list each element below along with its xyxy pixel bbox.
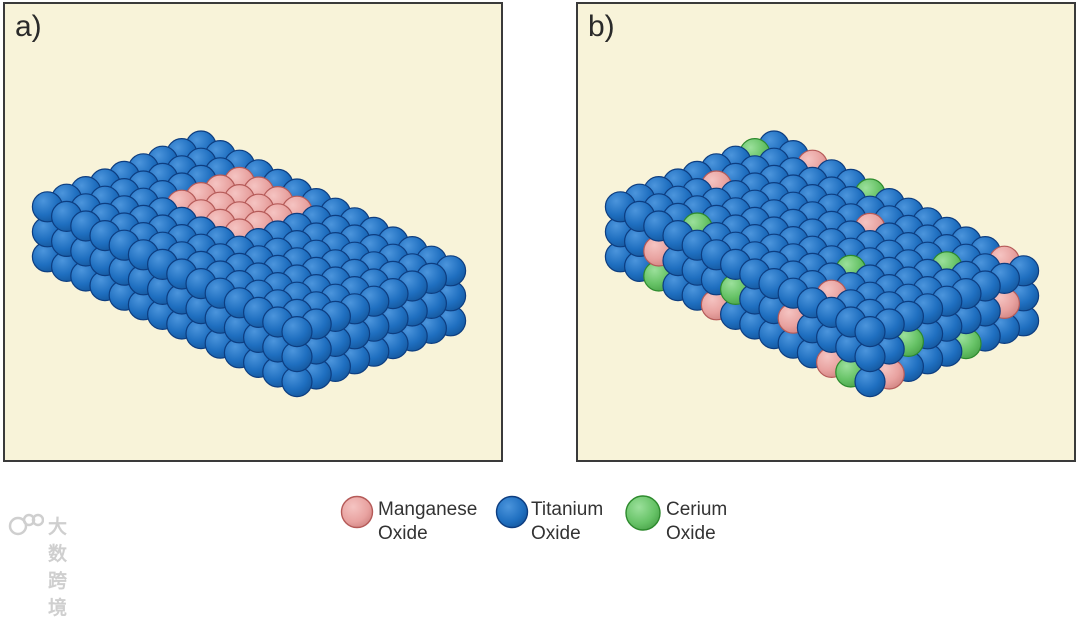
legend: Manganese Oxide Titanium Oxide — [0, 493, 1080, 544]
watermark: 大数跨境 — [8, 510, 67, 619]
panel-b-label: b) — [588, 10, 615, 43]
legend-label-cerium: Cerium Oxide — [666, 499, 728, 544]
titanium-sphere-icon — [495, 495, 529, 529]
panel-a-label: a) — [15, 10, 42, 43]
titanium-oxide-sphere — [854, 316, 886, 348]
slab-a-illustration — [31, 130, 467, 398]
manganese-sphere-icon — [340, 495, 374, 529]
legend-label-titanium: Titanium Oxide — [531, 499, 604, 544]
titanium-oxide-sphere — [281, 316, 313, 348]
legend-label-manganese: Manganese Oxide — [378, 499, 478, 544]
cerium-sphere-icon — [625, 495, 661, 531]
watermark-text: 大数跨境 — [48, 516, 69, 619]
watermark-logo-icon — [8, 513, 45, 536]
slab-b-illustration — [604, 130, 1040, 398]
panel-a-titanium-manganese: a) — [3, 2, 503, 462]
panel-b-mixed-oxides: b) — [576, 2, 1076, 462]
